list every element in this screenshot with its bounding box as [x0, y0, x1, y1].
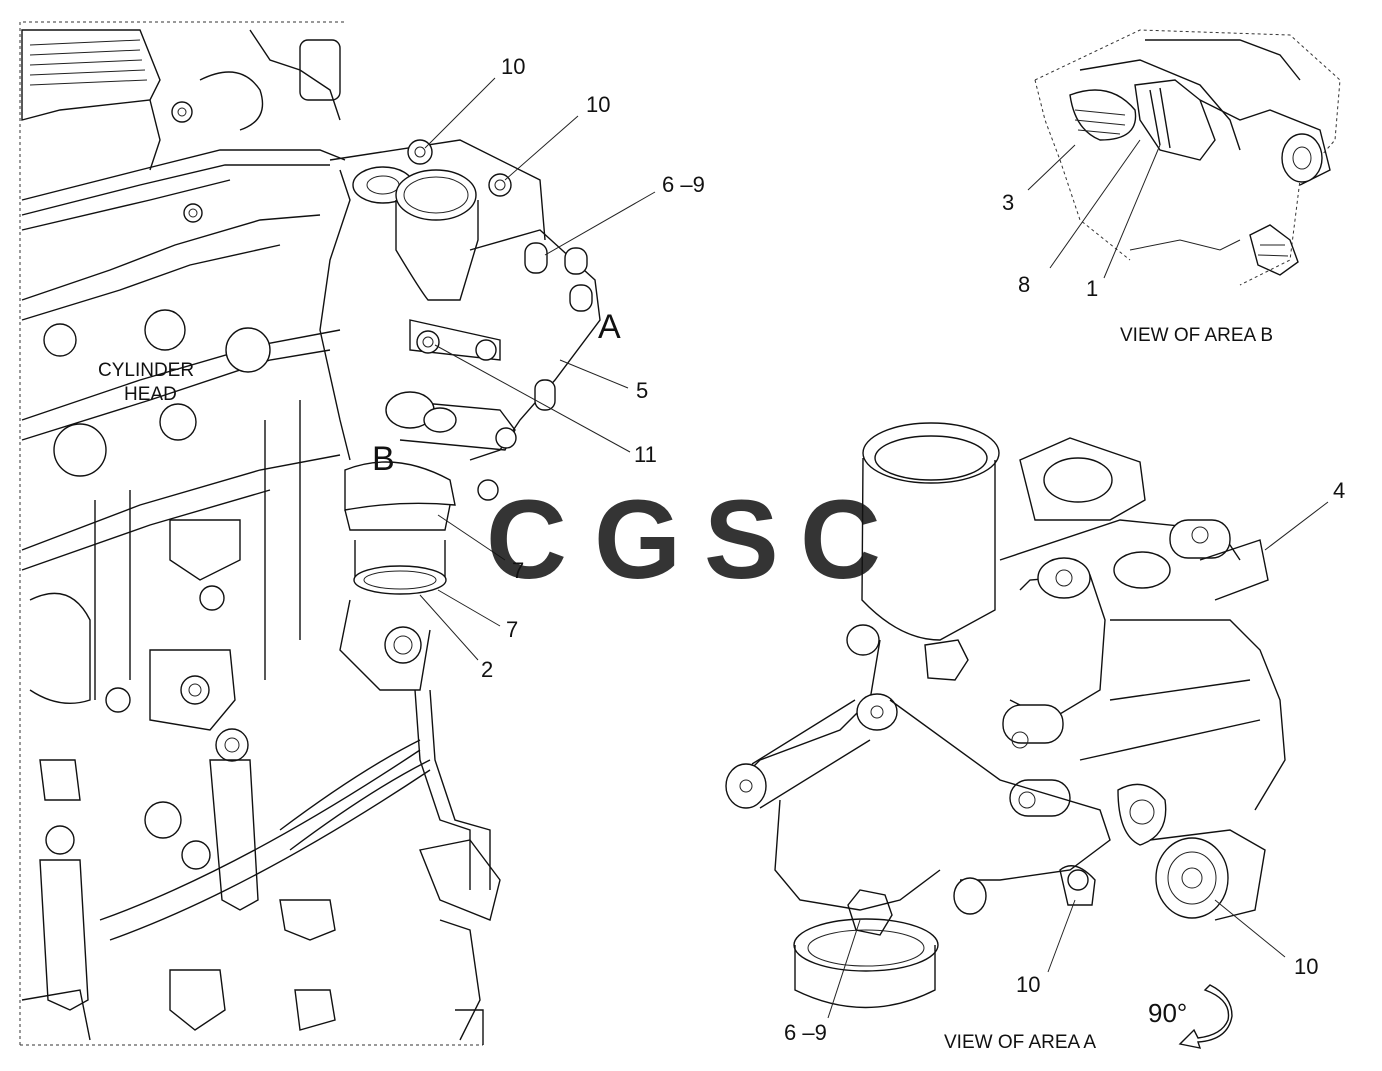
- leaders-overview: [419, 77, 656, 661]
- cgsc-watermark: C G S C: [486, 477, 881, 602]
- cylinder-head-label-line2: HEAD: [124, 384, 177, 405]
- watermark-letter-g: G: [594, 477, 681, 602]
- view-area-a-caption: VIEW OF AREA A: [944, 1032, 1096, 1053]
- engine-block: [21, 309, 431, 1041]
- callout-2: 2: [481, 657, 493, 682]
- watermark-letter-c2: C: [800, 477, 881, 602]
- watermark-letter-c1: C: [486, 477, 567, 602]
- view-area-b: 3 8 1 VIEW OF AREA B: [1002, 29, 1341, 346]
- callout-10-c: 10: [1016, 972, 1040, 997]
- rotation-arrow: [1178, 984, 1233, 1049]
- callout-8: 8: [1018, 272, 1030, 297]
- callout-3: 3: [1002, 190, 1014, 215]
- callout-10-d: 10: [1294, 954, 1318, 979]
- engine-overview: 10 10 6 –9 A 5 11 B 7 7 2 CYLINDER HEAD: [19, 21, 705, 1046]
- rotation-label: 90°: [1148, 998, 1187, 1028]
- view-area-b-caption: VIEW OF AREA B: [1120, 325, 1273, 346]
- callout-7-a: 7: [512, 558, 524, 583]
- pump-assembly-overview: [319, 139, 601, 1045]
- callout-4: 4: [1333, 478, 1345, 503]
- area-a-marker: A: [598, 308, 621, 346]
- callout-10-b: 10: [586, 92, 610, 117]
- callout-6-9-a: 6 –9: [662, 172, 705, 197]
- callout-6-9-b: 6 –9: [784, 1020, 827, 1045]
- callout-11: 11: [634, 442, 657, 467]
- view-area-a: 4 10 10 6 –9 90° VIEW OF AREA A: [725, 422, 1345, 1053]
- callout-7-b: 7: [506, 617, 518, 642]
- cylinder-head-label-line1: CYLINDER: [98, 360, 194, 381]
- callout-1: 1: [1086, 276, 1098, 301]
- cylinder-head-block: [21, 29, 346, 321]
- callout-5: 5: [636, 378, 648, 403]
- area-b-marker: B: [372, 440, 395, 478]
- watermark-letter-s: S: [704, 477, 779, 602]
- callout-10-a: 10: [501, 54, 525, 79]
